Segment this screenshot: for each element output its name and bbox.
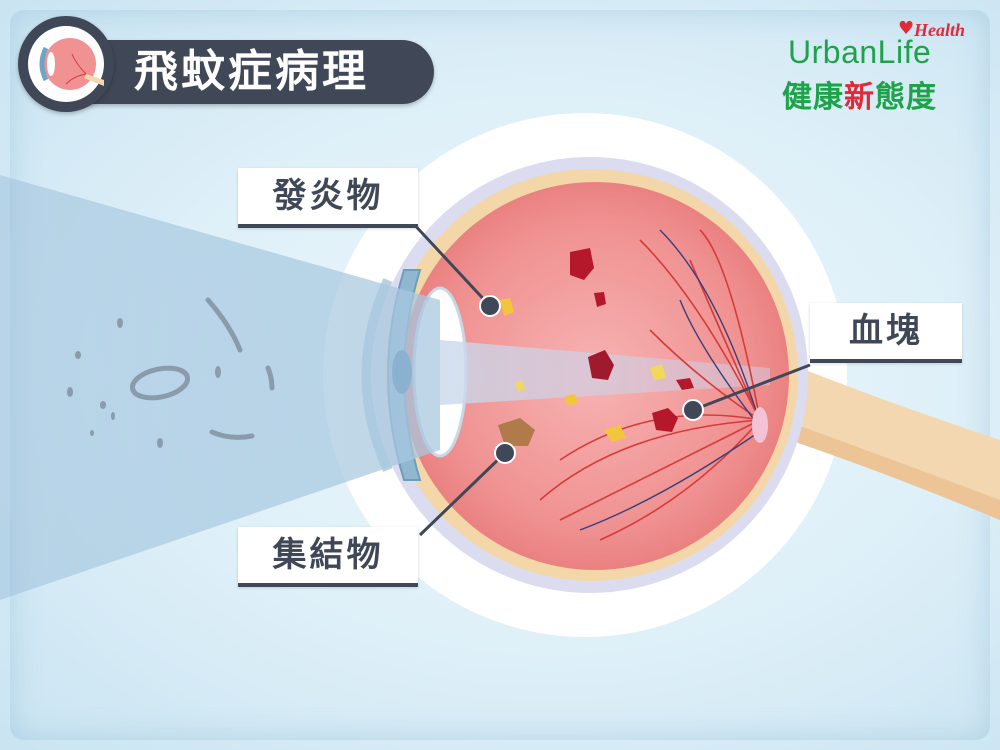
- logo-chinese: 健康新態度: [782, 72, 937, 116]
- label-blood-clot: 血塊: [810, 303, 962, 363]
- veins: [579, 229, 763, 531]
- label-inflammation: 發炎物: [238, 168, 418, 228]
- logo-health: Health: [914, 20, 966, 40]
- label-aggregate: 集結物: [238, 527, 418, 587]
- floater-dots: [67, 318, 221, 448]
- logo-cn-accent: 新: [844, 80, 875, 115]
- eye-badge: [18, 16, 114, 112]
- optic-nerve-shade: [760, 415, 1000, 520]
- callout-dots: [479, 295, 704, 464]
- urbanlife-logo: ♥ Health UrbanLife 健康新態度: [782, 18, 982, 115]
- vitreous-debris: [498, 248, 694, 446]
- title-banner: 飛蚊症病理: [16, 14, 436, 112]
- light-beam: [0, 175, 440, 600]
- logo-cn-end: 態度: [875, 80, 937, 115]
- visual-floaters: [129, 297, 275, 440]
- heart-icon: ♥: [898, 18, 915, 39]
- page-title: 飛蚊症病理: [134, 46, 369, 97]
- eye-icon: [28, 26, 104, 102]
- blood-vessels: [539, 229, 761, 541]
- logo-brand: UrbanLife: [788, 34, 932, 70]
- callout-lines: [408, 218, 811, 537]
- logo-cn-main: 健康: [782, 80, 844, 115]
- optic-disc: [752, 407, 768, 443]
- title-bar: [56, 40, 434, 104]
